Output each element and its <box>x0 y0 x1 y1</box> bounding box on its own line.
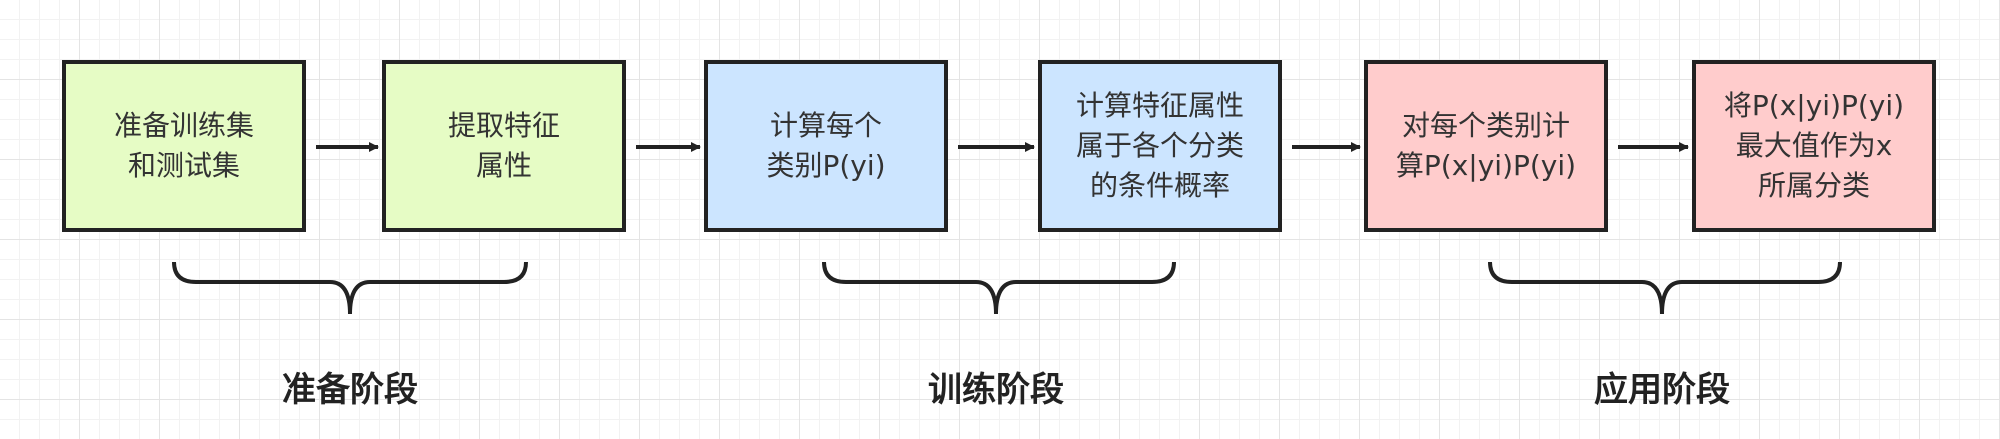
node-label: 提取特征 属性 <box>447 109 560 182</box>
stage-label-prepare: 准备阶段 <box>282 370 418 410</box>
stage-label-apply: 应用阶段 <box>1594 370 1730 410</box>
node-label: 将P(x|yi)P(yi) 最大值作为x 所属分类 <box>1723 89 1905 202</box>
node-compute-posterior[interactable]: 对每个类别计 算P(x|yi)P(yi) <box>1364 60 1608 232</box>
node-label: 对每个类别计 算P(x|yi)P(yi) <box>1395 109 1577 182</box>
node-choose-max[interactable]: 将P(x|yi)P(yi) 最大值作为x 所属分类 <box>1692 60 1936 232</box>
node-label: 计算特征属性 属于各个分类 的条件概率 <box>1075 89 1244 202</box>
brace-prepare <box>172 261 528 315</box>
node-label: 准备训练集 和测试集 <box>113 109 254 182</box>
node-extract-features[interactable]: 提取特征 属性 <box>382 60 626 232</box>
node-label: 计算每个 类别P(yi) <box>766 109 886 182</box>
stage-label-train: 训练阶段 <box>928 370 1064 410</box>
brace-apply <box>1488 261 1842 315</box>
brace-train <box>822 261 1176 315</box>
node-compute-prior[interactable]: 计算每个 类别P(yi) <box>704 60 948 232</box>
node-compute-conditional[interactable]: 计算特征属性 属于各个分类 的条件概率 <box>1038 60 1282 232</box>
node-prepare-data[interactable]: 准备训练集 和测试集 <box>62 60 306 232</box>
